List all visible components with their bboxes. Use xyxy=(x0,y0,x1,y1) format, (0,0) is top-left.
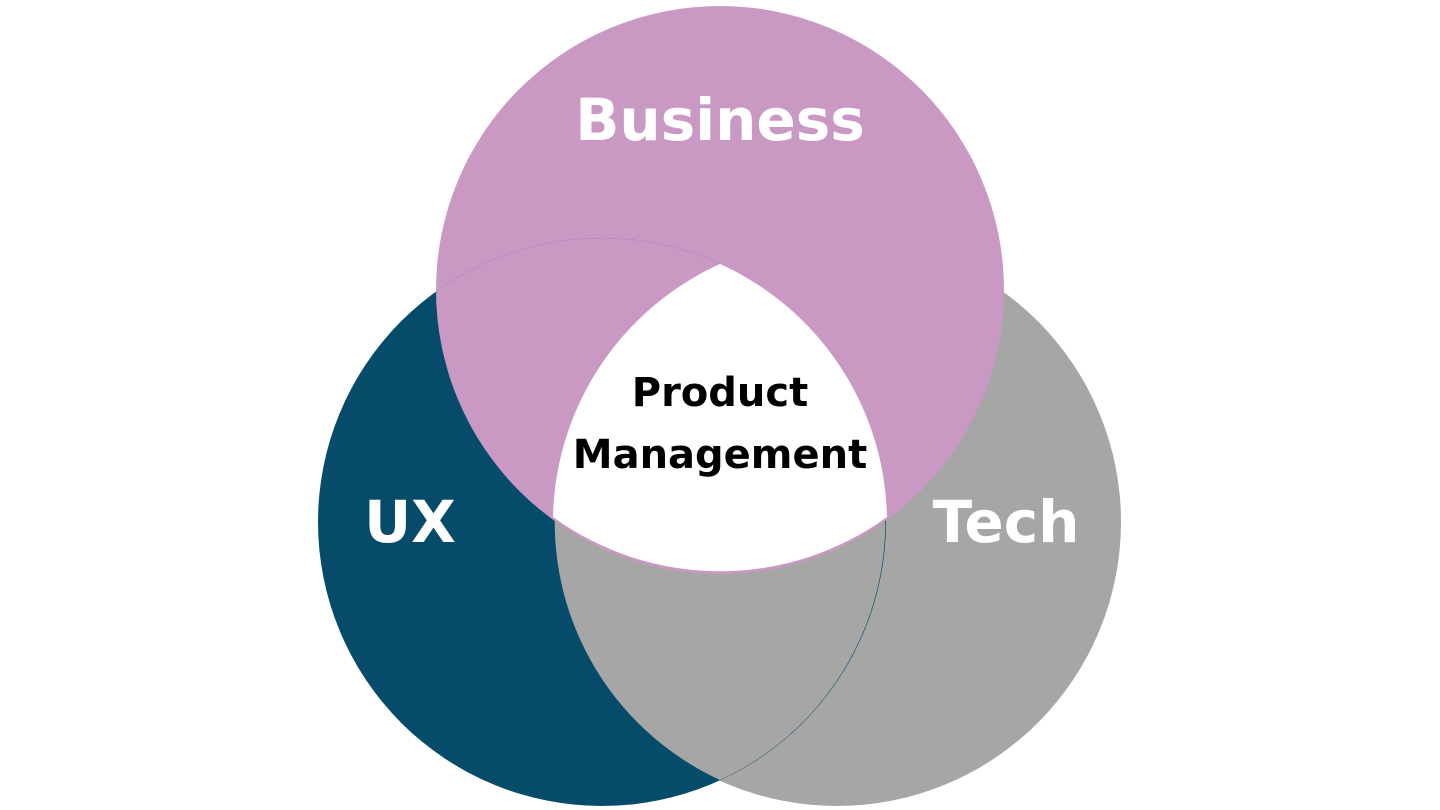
tech-label: Tech xyxy=(933,488,1080,556)
center-label-line2: Management xyxy=(573,432,867,478)
center-label-line1: Product xyxy=(632,370,808,416)
ux-label: UX xyxy=(364,488,456,556)
center-intersection xyxy=(553,264,887,572)
business-label: Business xyxy=(575,86,865,154)
